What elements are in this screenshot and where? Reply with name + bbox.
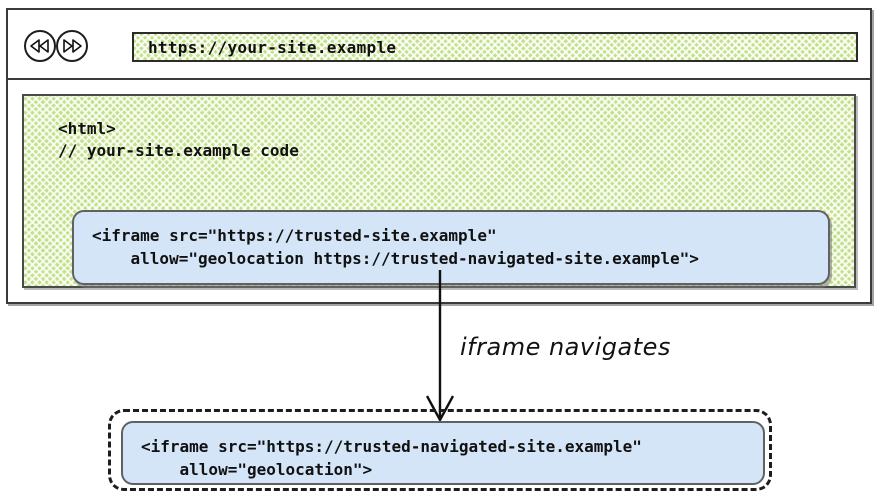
embedded-iframe-allow-line: allow="geolocation https://trusted-navig… bbox=[92, 249, 699, 268]
page-code-line-comment: // your-site.example code bbox=[58, 141, 299, 160]
annotation-iframe-navigates: iframe navigates bbox=[460, 333, 671, 361]
page-code-line-html: <html> bbox=[58, 119, 116, 138]
forward-button[interactable] bbox=[56, 30, 88, 62]
rewind-icon bbox=[30, 39, 50, 53]
browser-window: https://your-site.example <html> // your… bbox=[6, 8, 872, 304]
url-text: https://your-site.example bbox=[148, 37, 397, 57]
embedded-iframe-code-block: <iframe src="https://trusted-site.exampl… bbox=[72, 210, 830, 285]
navigated-iframe-code-block: <iframe src="https://trusted-navigated-s… bbox=[121, 421, 765, 485]
navigated-iframe-src-line: <iframe src="https://trusted-navigated-s… bbox=[141, 437, 642, 456]
page-viewport: <html> // your-site.example code <iframe… bbox=[22, 94, 856, 288]
navigated-iframe-allow-line: allow="geolocation"> bbox=[141, 460, 373, 479]
url-address-bar[interactable]: https://your-site.example bbox=[132, 32, 858, 62]
embedded-iframe-src-line: <iframe src="https://trusted-site.exampl… bbox=[92, 226, 497, 245]
fast-forward-icon bbox=[62, 39, 82, 53]
navigated-frame-outline: <iframe src="https://trusted-navigated-s… bbox=[108, 409, 772, 491]
back-button[interactable] bbox=[24, 30, 56, 62]
browser-toolbar: https://your-site.example bbox=[8, 10, 870, 80]
